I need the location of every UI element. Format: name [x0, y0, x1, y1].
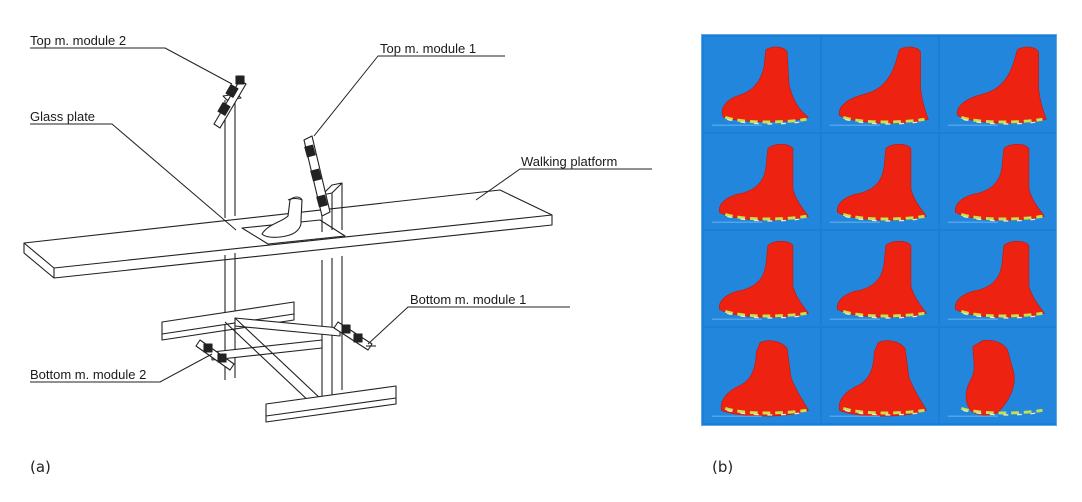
foot-scan-cell	[704, 134, 820, 229]
foot-scan-cell	[940, 328, 1056, 423]
caption-b: (b)	[712, 458, 734, 476]
rig-diagram	[23, 47, 652, 423]
foot-scan	[711, 240, 809, 320]
foot-scan	[947, 46, 1047, 126]
top-module-1-device	[303, 135, 331, 217]
foot-scan-cell	[940, 37, 1056, 132]
foot-scan	[711, 340, 809, 417]
foot-scan	[947, 339, 1043, 417]
foot-scan-cell	[704, 37, 820, 132]
foot-scan	[829, 143, 927, 223]
top-module-2-device	[213, 75, 247, 129]
foot-scan-cell	[822, 134, 938, 229]
foot-scan	[947, 143, 1045, 223]
leader-bottom-module-1	[367, 306, 570, 345]
foot-scan-cell	[704, 328, 820, 423]
label-bottom-module-1: Bottom m. module 1	[410, 292, 527, 307]
foot-scan	[711, 143, 809, 223]
label-glass-plate: Glass plate	[30, 109, 96, 124]
foot-scan-cell	[704, 231, 820, 326]
leader-bottom-module-2	[30, 353, 213, 383]
foot-scan-cell	[822, 231, 938, 326]
leader-walking-platform	[475, 168, 652, 201]
label-walking-platform: Walking platform	[521, 154, 618, 169]
foot-scan	[829, 240, 927, 320]
label-top-module-1: Top m. module 1	[380, 41, 477, 56]
bottom-module-1-device	[333, 321, 376, 351]
caption-a: (a)	[30, 458, 51, 476]
foot-scan-cell	[940, 231, 1056, 326]
label-bottom-module-2: Bottom m. module 2	[30, 367, 147, 382]
foot-scan-cell	[822, 37, 938, 132]
foot-scan-cell	[822, 328, 938, 423]
foot-scan	[829, 340, 927, 417]
foot-scan	[829, 46, 929, 126]
leader-top-module-2	[30, 47, 233, 85]
label-top-module-2: Top m. module 2	[30, 33, 127, 48]
leader-glass-plate	[30, 123, 237, 231]
foot-scan-cell	[940, 134, 1056, 229]
foot-scan-grid	[701, 34, 1057, 426]
foot-scan	[711, 46, 810, 126]
foot-scan	[947, 240, 1045, 320]
bottom-module-2-device	[195, 339, 235, 371]
leader-top-module-1	[313, 55, 505, 137]
